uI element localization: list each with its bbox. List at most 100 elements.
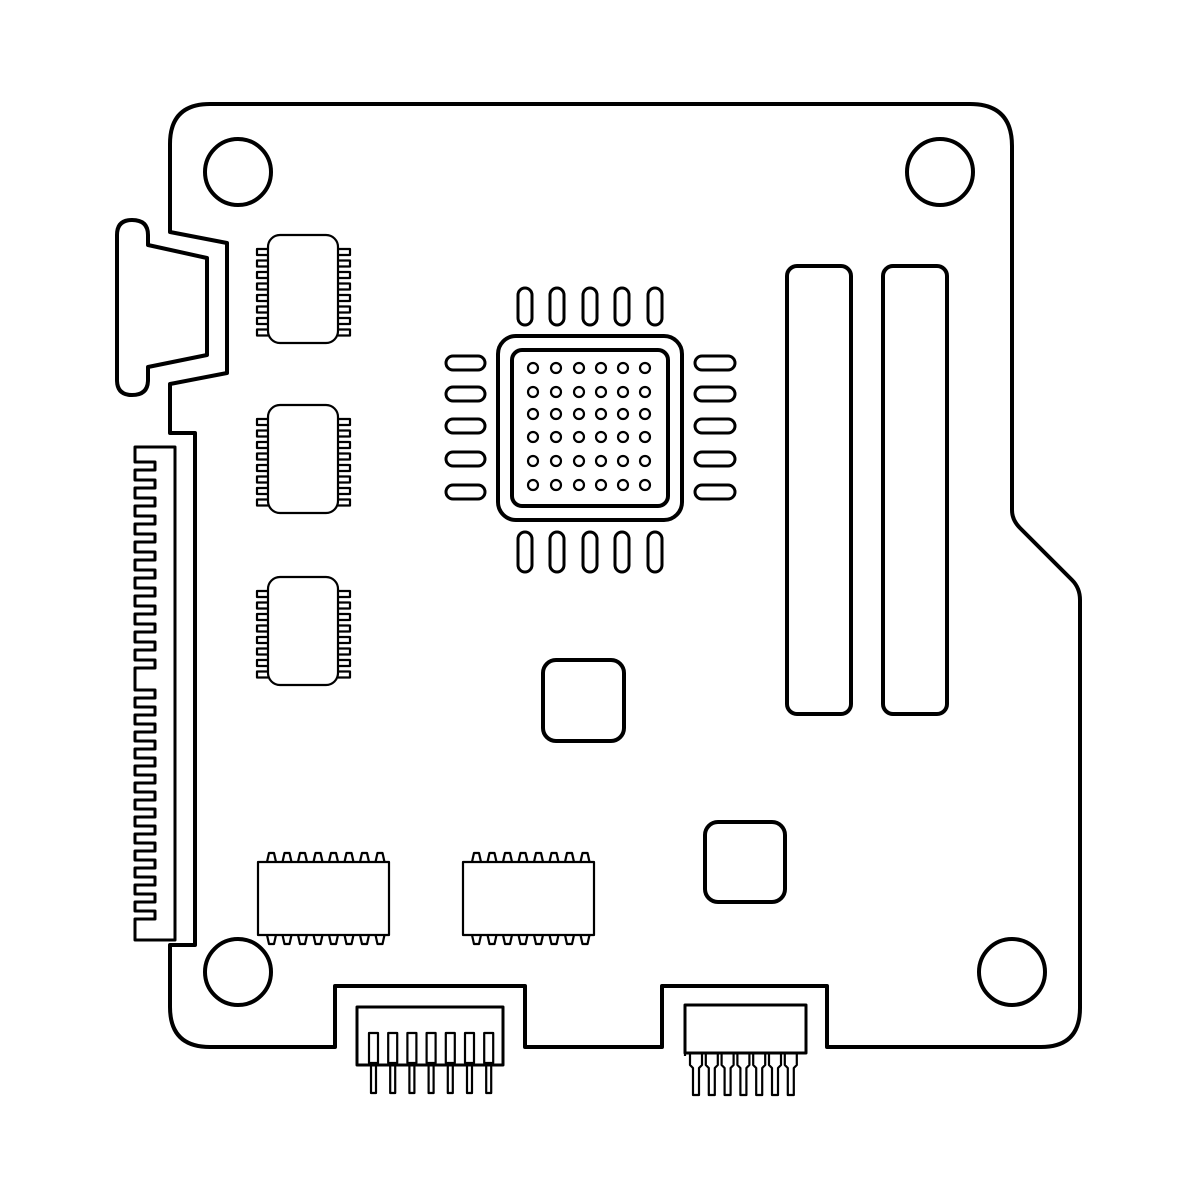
bga-ball [616, 385, 630, 399]
bga-ball [572, 454, 586, 468]
bga-ball [594, 454, 608, 468]
processor-pin-left [444, 483, 487, 501]
memory-slot [881, 264, 949, 716]
connector-pin-leg [427, 1063, 435, 1095]
connector-pin [387, 1031, 399, 1065]
bga-ball [549, 430, 563, 444]
chip-pins-left [255, 247, 268, 337]
connector-pin [406, 1031, 418, 1065]
connector-pins [683, 1053, 798, 1097]
bga-ball [526, 385, 540, 399]
memory-slot [785, 264, 853, 716]
edge-connector [133, 445, 177, 942]
chip-pins-bottom [470, 934, 591, 946]
connector-pin-leg [465, 1063, 474, 1095]
chip-pins-right [338, 589, 352, 679]
chip-pins-left [255, 589, 268, 679]
chip-body [461, 860, 596, 937]
square-chip [541, 658, 626, 743]
soic-chip [255, 575, 352, 687]
bga-ball [572, 430, 586, 444]
chip-pins-right [338, 247, 352, 337]
bga-ball [638, 478, 652, 492]
chip-pins-right [338, 417, 352, 507]
bga-ball [572, 407, 586, 421]
chip-pins-bottom [265, 934, 386, 946]
bga-ball [594, 430, 608, 444]
bga-ball [526, 478, 540, 492]
connector-pin-leg [446, 1063, 454, 1095]
processor-pin-right [693, 354, 737, 372]
bga-ball [594, 478, 608, 492]
processor-pin-left [444, 354, 487, 372]
side-port-connector [115, 218, 209, 397]
processor-pin-top [646, 286, 664, 327]
processor-pin-right [693, 450, 737, 468]
processor-pin-left [444, 417, 487, 435]
processor-pin-bottom [613, 530, 631, 574]
processor-pin-left [444, 450, 487, 468]
bga-ball [549, 478, 563, 492]
processor-package [496, 334, 684, 522]
bga-ball [526, 361, 540, 375]
bga-ball [549, 407, 563, 421]
square-chip [703, 820, 787, 904]
processor-pin-bottom [646, 530, 664, 574]
soic-chip [255, 233, 352, 345]
processor-pin-bottom [548, 530, 566, 574]
bga-ball [638, 385, 652, 399]
processor-pin-top [516, 286, 534, 327]
bga-ball [572, 385, 586, 399]
chip-body [266, 403, 340, 515]
mounting-hole [203, 937, 273, 1007]
chip-pins-top [470, 851, 591, 863]
soic-chip [255, 403, 352, 515]
chip-body [266, 233, 340, 345]
connector-pin [483, 1031, 495, 1065]
processor-die [510, 348, 670, 508]
connector-pin-leg [389, 1063, 397, 1095]
connector-pin-leg [369, 1063, 378, 1095]
connector-pin [463, 1031, 476, 1065]
connector-pin [367, 1031, 380, 1065]
bga-ball [549, 361, 563, 375]
bottom-connector-left [355, 1005, 505, 1095]
connector-pin-leg [408, 1063, 416, 1095]
mounting-hole [905, 137, 975, 207]
processor-pin-right [693, 417, 737, 435]
mounting-hole [203, 137, 273, 207]
processor-pin-right [693, 385, 737, 403]
processor-chip [444, 286, 737, 574]
chip-pins-left [255, 417, 268, 507]
processor-pin-top [613, 286, 631, 327]
processor-pin-top [548, 286, 566, 327]
processor-pin-right [693, 483, 737, 501]
chip-body [256, 860, 391, 937]
bga-ball [638, 361, 652, 375]
bga-ball [616, 361, 630, 375]
bga-ball [594, 385, 608, 399]
bga-ball [526, 407, 540, 421]
bga-ball [638, 407, 652, 421]
dip-chip [461, 851, 596, 946]
bga-ball [572, 361, 586, 375]
connector-pin [444, 1031, 456, 1065]
connector-pin [425, 1031, 437, 1065]
bga-ball [616, 407, 630, 421]
processor-pin-top [581, 286, 599, 327]
mounting-hole [977, 937, 1047, 1007]
processor-pin-bottom [581, 530, 599, 574]
bga-ball [616, 430, 630, 444]
board-outline [168, 102, 1082, 1049]
chip-body [266, 575, 340, 687]
dip-chip [256, 851, 391, 946]
bga-ball [594, 361, 608, 375]
bga-ball [638, 430, 652, 444]
bga-ball [616, 478, 630, 492]
bga-ball [572, 478, 586, 492]
bga-ball [638, 454, 652, 468]
connector-pin-leg [485, 1063, 493, 1095]
bga-ball [526, 430, 540, 444]
